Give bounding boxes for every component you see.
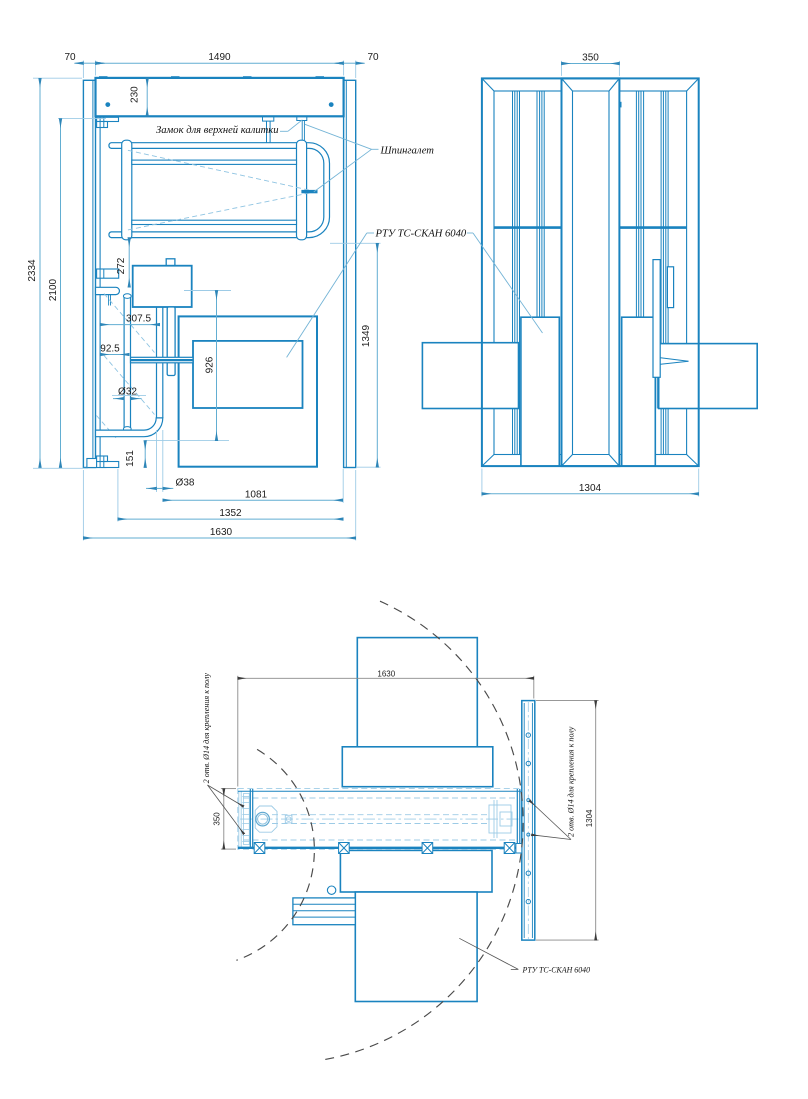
svg-text:РТУ ТС-СКАН 6040: РТУ ТС-СКАН 6040	[522, 966, 591, 975]
svg-text:Ø38: Ø38	[176, 477, 195, 488]
svg-text:70: 70	[367, 52, 379, 63]
svg-text:1304: 1304	[585, 809, 594, 827]
svg-text:РТУ ТС-СКАН 6040: РТУ ТС-СКАН 6040	[375, 228, 467, 239]
svg-text:2334: 2334	[27, 259, 38, 282]
svg-text:350: 350	[582, 53, 599, 64]
svg-text:Ø32: Ø32	[118, 387, 137, 398]
svg-text:350: 350	[213, 812, 222, 826]
svg-text:1630: 1630	[377, 670, 395, 679]
svg-text:1490: 1490	[208, 52, 231, 63]
svg-text:272: 272	[116, 257, 127, 274]
svg-text:926: 926	[205, 356, 216, 373]
svg-text:2 отв. Ø14 для крепления к пол: 2 отв. Ø14 для крепления к полу	[202, 673, 211, 784]
svg-text:2 отв. Ø14 для крепления к пол: 2 отв. Ø14 для крепления к полу	[566, 726, 575, 837]
svg-text:151: 151	[125, 450, 136, 467]
svg-text:70: 70	[64, 52, 76, 63]
svg-text:1349: 1349	[361, 324, 372, 347]
svg-text:1352: 1352	[219, 508, 242, 519]
svg-text:1630: 1630	[210, 527, 233, 538]
svg-text:92.5: 92.5	[100, 344, 120, 355]
svg-text:230: 230	[130, 86, 141, 103]
svg-text:1081: 1081	[245, 489, 268, 500]
svg-text:Замок для верхней калитки: Замок для верхней калитки	[156, 125, 279, 136]
svg-text:1304: 1304	[579, 483, 602, 494]
svg-text:Шпингалет: Шпингалет	[380, 145, 435, 156]
svg-text:2100: 2100	[48, 278, 59, 301]
svg-text:307.5: 307.5	[126, 314, 151, 325]
